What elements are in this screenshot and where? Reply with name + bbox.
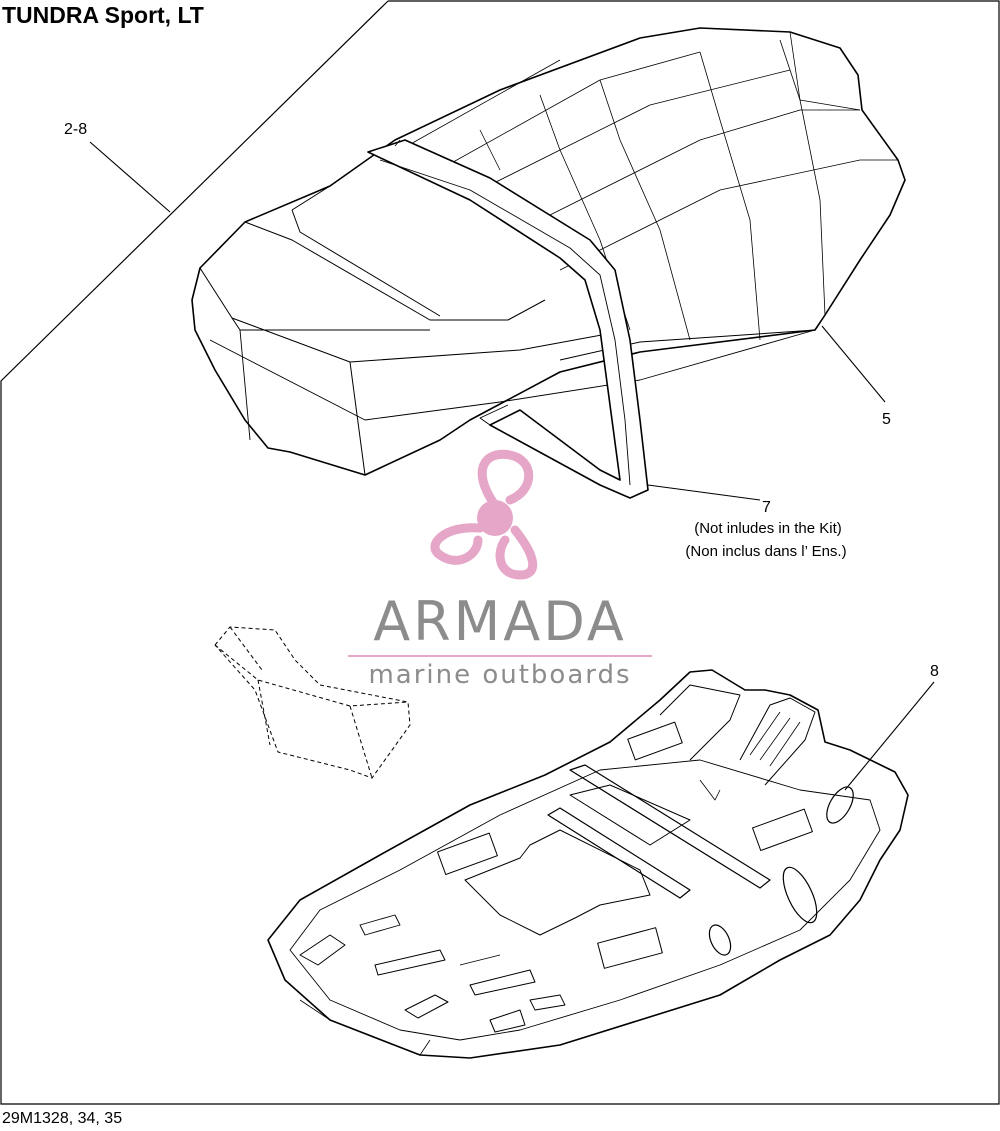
callout-7-note-en: (Not inludes in the Kit) (694, 520, 842, 537)
callout-2-8: 2-8 (64, 121, 87, 138)
document-code: 29M1328, 34, 35 (2, 1110, 123, 1127)
callout-7: 7 (762, 499, 771, 516)
seat-base-pan (267, 669, 909, 1059)
frame-border (0, 0, 1000, 1105)
leader-2-8 (89, 141, 171, 213)
callout-8: 8 (930, 663, 939, 680)
dashed-cushion-piece (214, 626, 411, 779)
propeller-hub-icon (477, 500, 513, 536)
page-title: TUNDRA Sport, LT (2, 2, 204, 28)
leader-5 (821, 325, 886, 403)
leader-lines (89, 141, 935, 791)
watermark-brand: ARMADA (373, 590, 627, 653)
propeller-logo-icon (430, 449, 538, 580)
seat-assembly (191, 27, 906, 499)
leader-7 (647, 484, 761, 501)
leader-8 (844, 681, 935, 791)
watermark-tagline: marine outboards (368, 660, 631, 690)
armada-watermark: ARMADA marine outboards (348, 449, 652, 690)
callout-5: 5 (882, 411, 891, 428)
callout-7-note-fr: (Non inclus dans l’ Ens.) (685, 543, 846, 560)
